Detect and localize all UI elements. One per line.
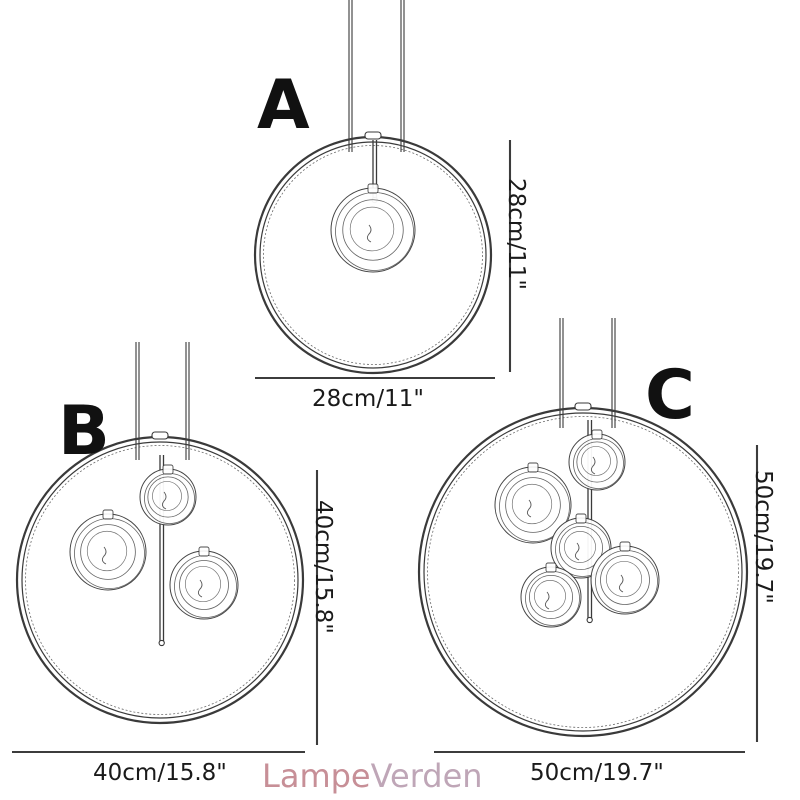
ring-mid-b: [21, 441, 299, 719]
globe-c-1-core: [511, 483, 553, 525]
globe-c-0-filament: [590, 456, 596, 475]
globe-b-2-inner: [179, 560, 229, 610]
globe-c-3-inner: [600, 555, 650, 605]
globe-a-0-inner: [342, 199, 404, 261]
globe-b-2-core: [184, 565, 222, 603]
variant-letter-c: C: [645, 356, 695, 435]
globe-b-0-core: [152, 481, 182, 511]
globe-b-1-outer: [69, 513, 147, 591]
globe-c-4-socket: [545, 562, 557, 573]
globe-b-1-core: [86, 530, 128, 572]
globe-a-0-outer: [330, 187, 416, 273]
globe-b-2-filament: [197, 579, 203, 598]
globe-c-2-core: [564, 531, 596, 563]
globe-c-3-filament: [618, 574, 624, 593]
globe-b-1-socket: [102, 509, 114, 520]
variant-c-height-label: 50cm/19.7": [750, 470, 776, 604]
globe-c-4-filament: [544, 591, 550, 610]
ring-mount-c: [574, 402, 592, 411]
globe-a-0-core: [349, 206, 395, 252]
globe-c-4-outer: [520, 566, 582, 628]
globe-b-0-outer: [139, 468, 197, 526]
brand-watermark: LampeVerden: [262, 760, 483, 792]
stem-cap-b: [158, 639, 165, 647]
globe-b-0-filament: [161, 491, 167, 510]
variant-b-width-label: 40cm/15.8": [93, 760, 227, 786]
globe-b-2-outer: [169, 550, 239, 620]
variant-letter-b: B: [58, 392, 110, 471]
ring-mid-c: [423, 412, 743, 732]
globe-c-0-inner: [576, 441, 618, 483]
globe-c-2-socket: [575, 513, 587, 524]
globe-c-0-outer: [568, 433, 626, 491]
globe-c-4-inner: [529, 575, 574, 620]
globe-c-3-core: [605, 560, 643, 598]
variant-a-width-label: 28cm/11": [312, 386, 424, 412]
globe-a-0-socket: [367, 183, 379, 194]
globe-c-3-outer: [590, 545, 660, 615]
globe-b-1-inner: [80, 524, 136, 580]
variant-a-height-label: 28cm/11": [503, 178, 529, 290]
ring-texture-c: [427, 416, 739, 728]
watermark-verden: Verden: [370, 757, 483, 795]
globe-b-1-filament: [101, 546, 107, 565]
globe-c-4-core: [534, 580, 566, 612]
globe-c-0-socket: [591, 429, 603, 440]
globe-c-0-core: [581, 446, 611, 476]
globe-b-2-socket: [198, 546, 210, 557]
globe-c-1-filament: [526, 499, 532, 518]
globe-b-0-inner: [147, 476, 189, 518]
stem-cap-c: [586, 616, 593, 624]
globe-c-1-socket: [527, 462, 539, 473]
ring-mount-b: [151, 431, 169, 440]
ring-mount-a: [364, 131, 382, 140]
globe-b-0-socket: [162, 464, 174, 475]
globe-c-1-inner: [505, 477, 561, 533]
variant-letter-a: A: [257, 66, 310, 145]
variant-b-height-label: 40cm/15.8": [310, 500, 336, 634]
ring-texture-a: [263, 145, 483, 365]
globe-c-2-inner: [559, 526, 604, 571]
globe-c-3-socket: [619, 541, 631, 552]
ring-texture-b: [25, 445, 295, 715]
globe-c-2-filament: [574, 542, 580, 561]
globe-a-0-filament: [366, 224, 372, 243]
variant-c-width-label: 50cm/19.7": [530, 760, 664, 786]
watermark-lampe: Lampe: [262, 757, 371, 795]
